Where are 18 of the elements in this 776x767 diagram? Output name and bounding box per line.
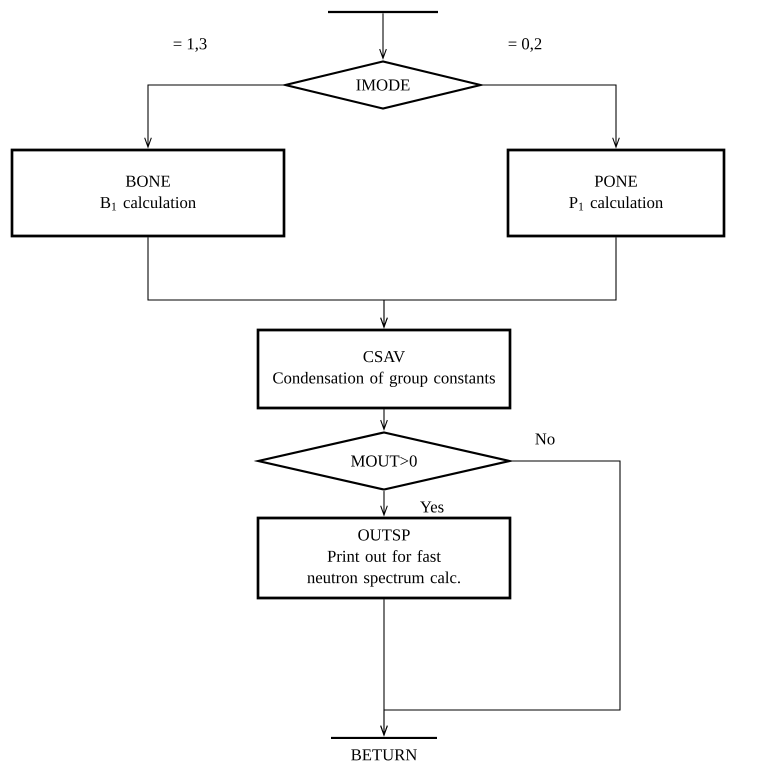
process-box: OUTSP Print out for fast neutron spectrum calc.: [256, 516, 512, 600]
terminal-bar: BETURN: [331, 736, 437, 760]
arrow: [144, 84, 284, 149]
edge-label: = 1,3: [171, 36, 209, 54]
arrow: [380, 599, 388, 737]
process-box: PONE P$_{1}$ calculation: [506, 148, 726, 238]
edge-label: = 0,2: [506, 36, 544, 54]
edge-label: No: [533, 432, 557, 446]
arrow: [380, 491, 388, 517]
node-label: BETURN: [351, 749, 417, 760]
arrow: [482, 84, 620, 149]
arrow: [380, 409, 388, 431]
process-box: CSAV Condensation of group constants: [256, 328, 512, 410]
edge-label: Yes: [418, 500, 446, 514]
arrow: [379, 13, 387, 60]
arrow: [380, 237, 617, 329]
terminal-bar: [328, 10, 438, 14]
process-box: BONE B$_{1}$ calculation: [10, 148, 286, 238]
